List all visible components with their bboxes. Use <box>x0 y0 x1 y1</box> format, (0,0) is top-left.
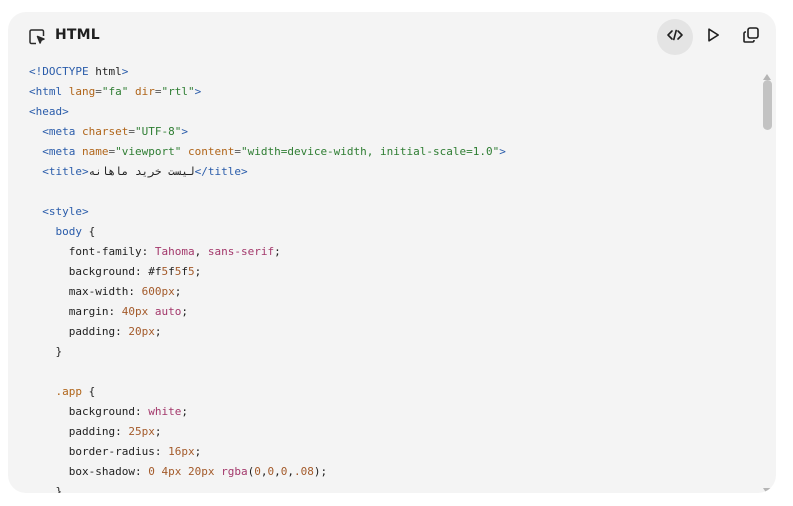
select-cursor-icon <box>28 28 46 46</box>
code-line: } <box>29 345 63 358</box>
code-line: } <box>29 485 63 493</box>
code-line: <!DOCTYPE html> <box>29 65 129 78</box>
code-scrollbar[interactable] <box>760 64 774 493</box>
code-line: max-width: 600px; <box>68 285 182 298</box>
code-line: ​ <box>29 182 749 202</box>
scroll-up-arrow-icon[interactable] <box>762 66 772 85</box>
copy-icon <box>742 26 760 48</box>
code-line: margin: 40px auto; <box>68 305 188 318</box>
code-line: background: white; <box>68 405 188 418</box>
code-line: font-family: Tahoma, sans-serif; <box>68 245 281 258</box>
code-line: <title>لیست خرید ماهانه</title> <box>42 165 248 178</box>
code-line: border-radius: 16px; <box>68 445 202 458</box>
code-line: padding: 25px; <box>68 425 162 438</box>
code-line: <head> <box>29 105 69 118</box>
code-block-card: HTML <!DOCTYPE html><ht <box>8 12 776 493</box>
code-line: <meta name="viewport" content="width=dev… <box>42 145 506 158</box>
code-line: <meta charset="UTF-8"> <box>42 125 188 138</box>
scrollbar-thumb[interactable] <box>763 80 772 130</box>
code-language-title: HTML <box>55 27 100 43</box>
code-line: box-shadow: 0 4px 20px rgba(0,0,0,.08); <box>68 465 328 478</box>
code-block-header: HTML <box>8 12 776 62</box>
code-line: <style> <box>42 205 89 218</box>
code-line: .app { <box>55 385 96 398</box>
copy-button[interactable] <box>733 19 769 55</box>
code-line: background: #f5f5f5; <box>68 265 202 278</box>
code-line: padding: 20px; <box>68 325 162 338</box>
play-icon <box>704 26 722 48</box>
code-content[interactable]: <!DOCTYPE html> <html lang="fa" dir="rtl"… <box>29 62 749 493</box>
code-view-button[interactable] <box>657 19 693 55</box>
code-line: ​ <box>29 362 749 382</box>
code-line: <html lang="fa" dir="rtl"> <box>29 85 202 98</box>
code-icon <box>666 26 684 48</box>
run-button[interactable] <box>695 19 731 55</box>
code-line: body { <box>55 225 96 238</box>
scroll-down-arrow-icon[interactable] <box>762 480 772 493</box>
